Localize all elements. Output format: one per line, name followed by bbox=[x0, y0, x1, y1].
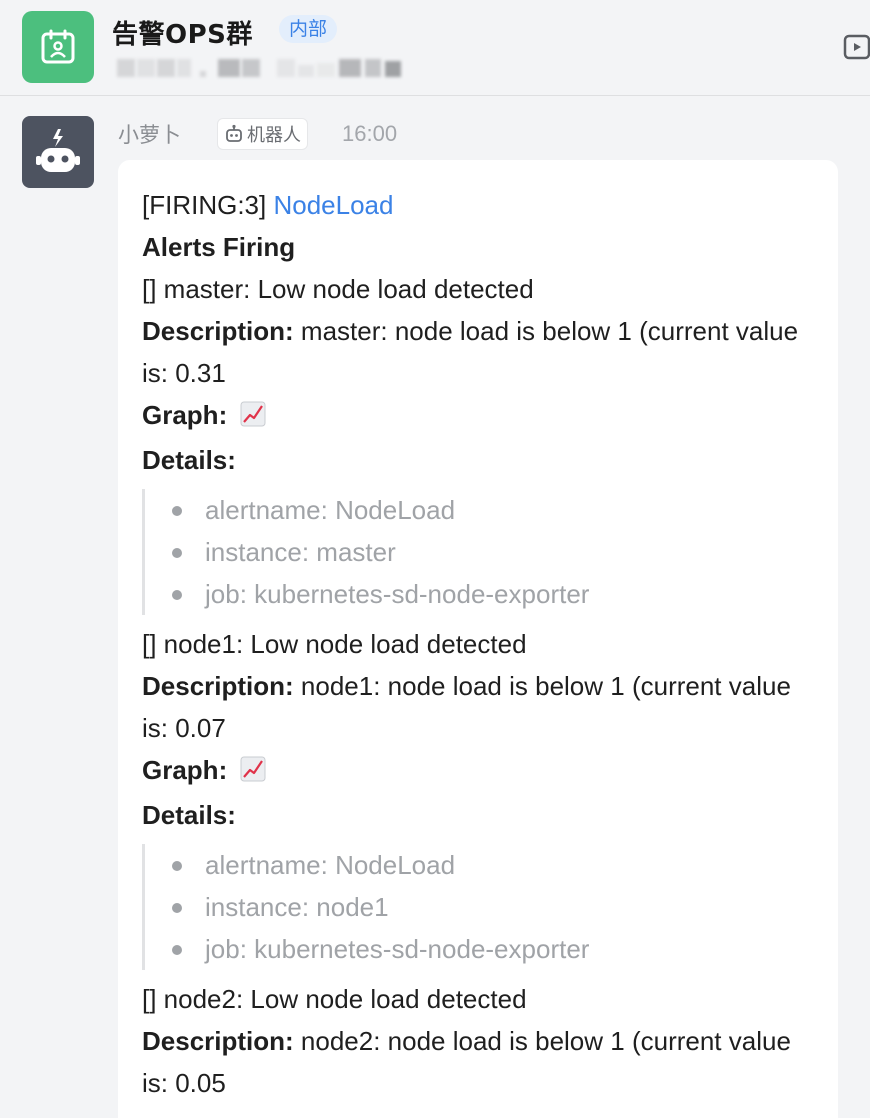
alert-summary: [] master: Low node load detected bbox=[142, 274, 534, 304]
list-item: alertname: NodeLoad bbox=[172, 844, 814, 886]
graph-label: Graph: bbox=[142, 755, 228, 785]
message-bubble: [FIRING:3] NodeLoad Alerts Firing [] mas… bbox=[118, 160, 838, 1118]
group-avatar[interactable] bbox=[22, 11, 94, 83]
description-text: node2: node load is below 1 (current val… bbox=[142, 1026, 791, 1098]
internal-badge: 内部 bbox=[279, 15, 338, 43]
chat-header: 告警OPS群 内部 bbox=[0, 0, 870, 96]
group-calendar-icon bbox=[41, 29, 75, 64]
alert-status: [FIRING:3] bbox=[142, 190, 267, 220]
message-meta: 小萝卜 机器人 16:00 bbox=[118, 116, 397, 152]
video-button[interactable] bbox=[842, 30, 870, 64]
description-text: node1: node load is below 1 (current val… bbox=[142, 671, 791, 743]
details-label: Details: bbox=[142, 445, 236, 475]
group-title: 告警OPS群 bbox=[112, 20, 253, 50]
alert-title: [FIRING:3] NodeLoad bbox=[142, 184, 814, 226]
list-item: instance: master bbox=[172, 531, 814, 573]
group-subtitle-redacted bbox=[115, 55, 405, 79]
details-list: alertname: NodeLoad instance: node1 job:… bbox=[142, 844, 814, 970]
alert-title-link[interactable]: NodeLoad bbox=[273, 190, 394, 220]
alert-graph: Graph: bbox=[142, 394, 814, 439]
bot-avatar[interactable] bbox=[22, 116, 94, 188]
sender-name[interactable]: 小萝卜 bbox=[118, 123, 181, 147]
alert-description: Description: node2: node load is below 1… bbox=[142, 1020, 814, 1104]
bot-tag-label: 机器人 bbox=[247, 125, 301, 146]
graph-label: Graph: bbox=[142, 400, 228, 430]
chart-increasing-icon[interactable] bbox=[240, 397, 266, 439]
chart-increasing-icon[interactable] bbox=[240, 752, 266, 794]
alerts-heading: Alerts Firing bbox=[142, 232, 296, 262]
alert-summary: [] node1: Low node load detected bbox=[142, 629, 527, 659]
list-item: job: kubernetes-sd-node-exporter bbox=[172, 573, 814, 615]
description-label: Description: bbox=[142, 1026, 294, 1056]
alert-summary: [] node2: Low node load detected bbox=[142, 984, 527, 1014]
description-label: Description: bbox=[142, 671, 294, 701]
details-label: Details: bbox=[142, 800, 236, 830]
list-item: job: kubernetes-sd-node-exporter bbox=[172, 928, 814, 970]
list-item: instance: node1 bbox=[172, 886, 814, 928]
robot-small-icon bbox=[226, 124, 242, 142]
bot-tag: 机器人 bbox=[217, 118, 308, 150]
alert-graph: Graph: bbox=[142, 749, 814, 794]
list-item: alertname: NodeLoad bbox=[172, 489, 814, 531]
alert-description: Description: node1: node load is below 1… bbox=[142, 665, 814, 749]
video-icon bbox=[843, 34, 870, 60]
details-list: alertname: NodeLoad instance: master job… bbox=[142, 489, 814, 615]
message-time: 16:00 bbox=[342, 121, 398, 146]
description-text: master: node load is below 1 (current va… bbox=[142, 316, 799, 388]
description-label: Description: bbox=[142, 316, 294, 346]
robot-icon bbox=[36, 129, 80, 172]
alert-description: Description: master: node load is below … bbox=[142, 310, 814, 394]
